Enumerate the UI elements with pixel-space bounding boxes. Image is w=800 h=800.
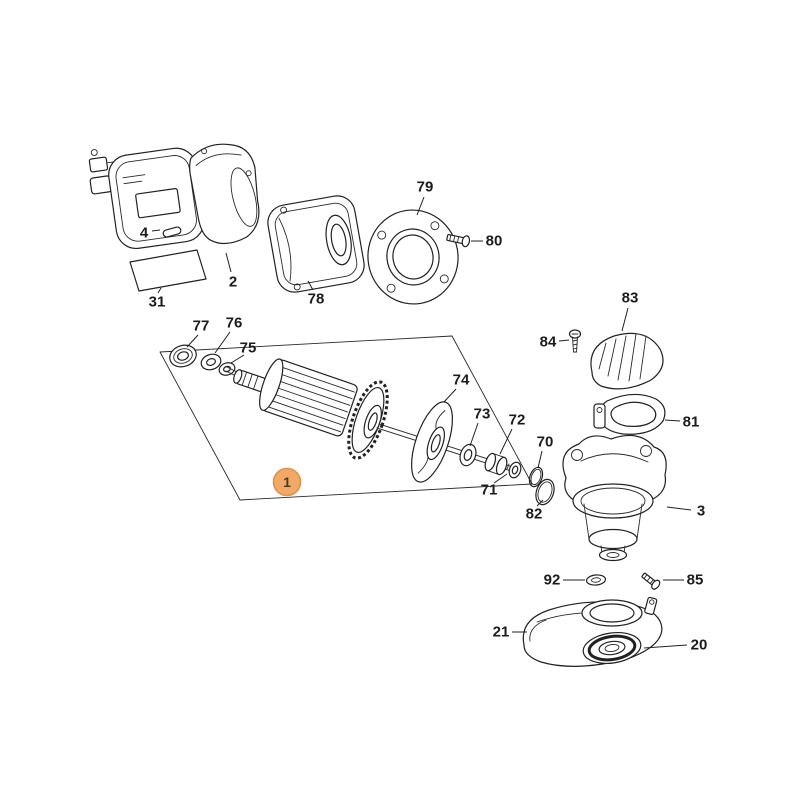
leader-line-72 xyxy=(499,428,513,455)
part-spacer-72 xyxy=(484,452,508,476)
leader-line-84 xyxy=(558,339,570,342)
leader-line-82 xyxy=(536,499,544,507)
part-handle-81 xyxy=(593,393,666,435)
part-label-73: 73 xyxy=(474,406,491,423)
part-label-81: 81 xyxy=(683,414,700,431)
part-armature-core xyxy=(259,358,358,437)
part-motor-housing xyxy=(108,143,260,250)
leader-line-3 xyxy=(666,506,692,511)
part-washer-92 xyxy=(585,574,607,586)
part-label-83: 83 xyxy=(622,290,639,307)
part-washer-75 xyxy=(218,362,236,376)
assembly-balloon-1[interactable]: 1 xyxy=(272,467,302,497)
part-stator xyxy=(267,195,365,293)
part-label-85: 85 xyxy=(687,572,704,589)
part-screw-84 xyxy=(568,329,582,353)
part-label-76: 76 xyxy=(226,315,243,332)
part-label-80: 80 xyxy=(486,233,503,250)
part-label-4: 4 xyxy=(140,225,149,242)
part-gear-cover-83 xyxy=(590,332,664,390)
part-sticker-31 xyxy=(129,249,207,292)
part-label-79: 79 xyxy=(417,179,434,196)
balloon-circle[interactable] xyxy=(272,467,302,497)
part-label-75: 75 xyxy=(240,340,257,357)
leader-line-79 xyxy=(416,196,425,216)
part-label-70: 70 xyxy=(537,434,554,451)
leader-line-76 xyxy=(214,331,231,354)
part-label-3: 3 xyxy=(697,503,705,520)
leader-line-71 xyxy=(493,473,508,484)
leader-line-2 xyxy=(225,252,232,273)
part-ring-70 xyxy=(528,466,544,488)
leader-line-70 xyxy=(537,450,543,469)
leader-line-77 xyxy=(186,334,199,348)
part-label-20: 20 xyxy=(691,637,708,654)
part-label-78: 78 xyxy=(308,291,325,308)
part-commutator xyxy=(233,369,267,392)
part-label-84: 84 xyxy=(540,334,557,351)
balloon-number: 1 xyxy=(283,474,291,490)
part-flange-20 xyxy=(582,632,642,664)
part-screw-85 xyxy=(641,572,661,590)
part-screw-80 xyxy=(446,233,471,248)
part-label-72: 72 xyxy=(509,412,526,429)
leader-line-73 xyxy=(469,422,479,447)
part-baffle-74 xyxy=(411,401,453,483)
part-label-82: 82 xyxy=(526,506,543,523)
part-gear-housing-3 xyxy=(562,434,667,562)
leader-line-81 xyxy=(664,419,681,422)
part-pin-4 xyxy=(162,226,182,238)
part-bearing-77 xyxy=(169,344,197,368)
part-label-31: 31 xyxy=(149,294,166,311)
part-washer-73 xyxy=(459,443,477,467)
part-label-92: 92 xyxy=(544,572,561,589)
part-label-77: 77 xyxy=(193,318,210,335)
part-label-2: 2 xyxy=(229,274,237,291)
leader-line-78 xyxy=(307,280,314,291)
part-label-74: 74 xyxy=(453,372,470,389)
leader-line-4 xyxy=(151,229,161,232)
leader-line-75 xyxy=(230,354,245,364)
part-bearing-71 xyxy=(508,461,522,479)
part-bearing-flange-79 xyxy=(367,209,459,305)
part-switch-details xyxy=(88,149,119,195)
leader-line-74 xyxy=(443,388,457,403)
part-oring-82 xyxy=(535,478,555,506)
leader-line-31 xyxy=(157,287,162,294)
part-label-71: 71 xyxy=(481,482,498,499)
part-label-21: 21 xyxy=(493,624,510,641)
leader-line-83 xyxy=(621,307,629,332)
leader-line-20 xyxy=(643,644,688,649)
part-washer-76 xyxy=(200,353,222,371)
